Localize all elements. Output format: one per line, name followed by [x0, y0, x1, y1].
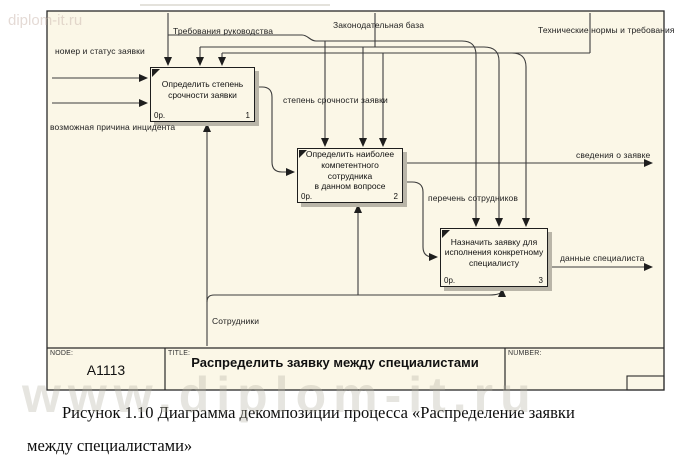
- box-text-line: Определить наиболее: [305, 149, 395, 160]
- node-value: A1113: [86, 362, 126, 378]
- activity-box-2: Определить наиболее компетентного сотруд…: [297, 148, 403, 203]
- control-arrow-tehnicheskie-normy: [218, 13, 591, 227]
- label-dannye: данные специалиста: [560, 253, 645, 263]
- box-number: 3: [538, 276, 543, 285]
- label-nomer-status: номер и статус заявки: [55, 46, 145, 56]
- node-label: NODE:: [50, 350, 74, 357]
- box-text-line: Определить степень: [161, 78, 244, 89]
- label-tehnicheskie: Технические нормы и требования: [538, 25, 675, 35]
- box-cost: 0р.: [444, 276, 456, 285]
- watermark-bottom: www.diplom-it.ru: [22, 367, 538, 423]
- box-number: 2: [393, 192, 398, 201]
- activity-box-1: Определить степень срочности заявки 0р. …: [150, 67, 255, 122]
- activity-box-3-text: Назначить заявку для исполнения конкретн…: [441, 229, 547, 276]
- label-trebovaniya: Требования руководства: [173, 26, 274, 36]
- box-text-line: исполнения конкретному: [444, 247, 544, 258]
- label-stepen: степень срочности заявки: [283, 95, 388, 105]
- box-number: 1: [245, 111, 250, 120]
- flow-arrows: [255, 86, 653, 271]
- diagram-title: Распределить заявку между специалистами: [191, 355, 479, 370]
- mechanism-to-box3: [206, 288, 506, 303]
- activity-box-2-text: Определить наиболее компетентного сотруд…: [298, 149, 402, 192]
- title-label: TITLE:: [168, 350, 191, 357]
- flow-perechen-sotrudnikov: [403, 181, 438, 261]
- box-text-line: в данном вопросе: [314, 181, 386, 192]
- box-corner-fold-icon: [299, 150, 307, 158]
- activity-box-1-text: Определить степень срочности заявки: [151, 68, 254, 111]
- box-text-line: специалисту: [468, 257, 520, 268]
- box-text-line: срочности заявки: [168, 89, 237, 100]
- label-sotrudniki: Сотрудники: [212, 316, 260, 326]
- input-arrows: [52, 74, 148, 107]
- mechanism-arrows: [203, 123, 506, 346]
- watermark-top-left: diplom-it.ru: [8, 12, 83, 29]
- box-text-line: Назначить заявку для: [450, 236, 538, 247]
- caption-line-1: Рисунок 1.10 Диаграмма декомпозиции проц…: [62, 403, 575, 422]
- label-perechen: перечень сотрудников: [428, 193, 518, 203]
- box-text-line: компетентного сотрудника: [321, 159, 379, 181]
- label-svedeniya: сведения о заявке: [576, 150, 651, 160]
- box-cost: 0р.: [301, 192, 313, 201]
- control-arrows: [164, 13, 591, 227]
- flow-stepen-srochnosti: [255, 86, 295, 176]
- box-corner-fold-icon: [152, 69, 160, 77]
- box-corner-fold-icon: [442, 230, 450, 238]
- number-cell-inner-box: [626, 375, 665, 391]
- label-prichina: возможная причина инцидента: [50, 122, 176, 132]
- label-zakonodatelnaya: Законодательная база: [333, 20, 425, 30]
- activity-box-3: Назначить заявку для исполнения конкретн…: [440, 228, 548, 287]
- caption-line-2: между специалистами»: [27, 436, 193, 455]
- box-cost: 0р.: [154, 111, 166, 120]
- control-arrow-zakonodatelnaya-baza: [196, 13, 503, 227]
- control-arrow-trebovaniya-rukovodstva: [164, 13, 480, 227]
- number-label: NUMBER:: [508, 350, 542, 357]
